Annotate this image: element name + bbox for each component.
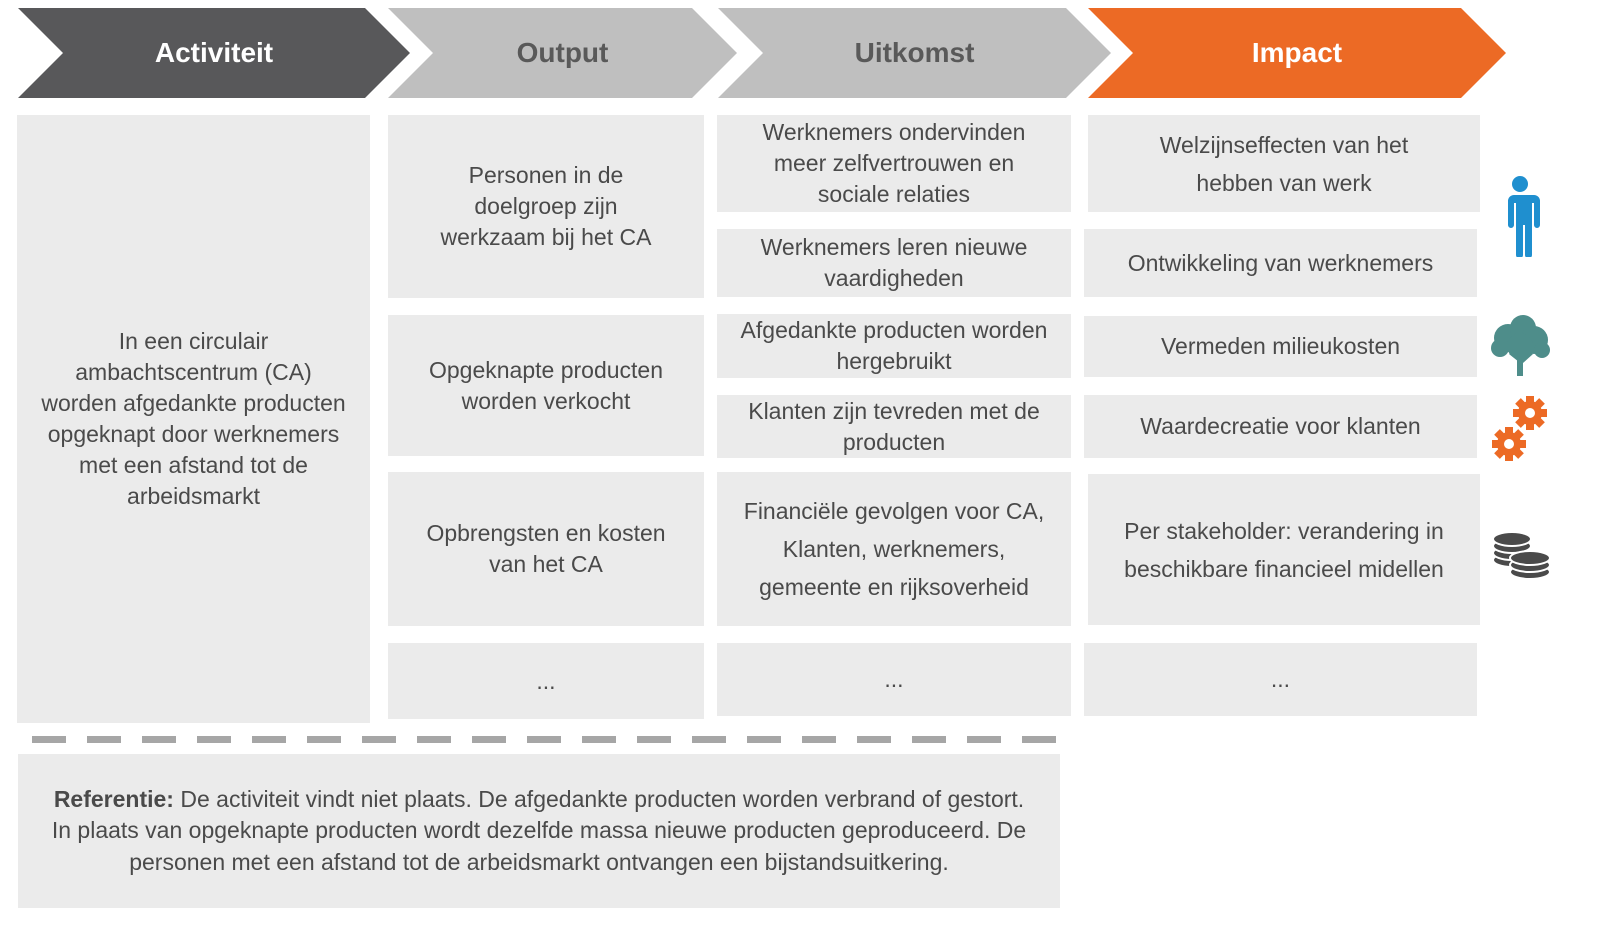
output-box-2: Opgeknapte producten worden verkocht bbox=[388, 315, 704, 456]
impact-text-2: Ontwikkeling van werknemers bbox=[1127, 249, 1434, 276]
impact-text-3: Vermeden milieukosten bbox=[1160, 333, 1401, 359]
uitkomst-text-6: ... bbox=[884, 666, 904, 692]
uitkomst-text-4: Klanten zijn tevreden met de producten bbox=[748, 397, 1040, 455]
impact-text-6: ... bbox=[1270, 666, 1291, 692]
impact-text-4: Waardecreatie voor klanten bbox=[1140, 413, 1421, 439]
output-text-2: Opgeknapte producten worden verkocht bbox=[428, 356, 663, 414]
referentie-label: Referentie: bbox=[53, 785, 174, 812]
uitkomst-box-6: ... bbox=[717, 643, 1071, 716]
dashed-divider bbox=[32, 736, 1057, 743]
output-box-1: Personen in de doelgroep zijn werkzaam b… bbox=[388, 115, 704, 298]
uitkomst-text-3: Afgedankte producten worden hergebruikt bbox=[740, 317, 1048, 374]
header-activiteit-label: Activiteit bbox=[154, 37, 274, 68]
header-impact: Impact bbox=[1088, 8, 1506, 98]
impact-box-6: ... bbox=[1084, 643, 1477, 716]
uitkomst-box-1: Werknemers ondervinden meer zelfvertrouw… bbox=[717, 115, 1071, 212]
gears-icon bbox=[1492, 396, 1547, 461]
output-text-1: Personen in de doelgroep zijn werkzaam b… bbox=[440, 162, 652, 250]
impact-box-1: Welzijnseffecten van het hebben van werk bbox=[1088, 115, 1480, 212]
person-icon bbox=[1506, 176, 1540, 257]
uitkomst-text-1: Werknemers ondervinden meer zelfvertrouw… bbox=[762, 119, 1026, 207]
uitkomst-box-3: Afgedankte producten worden hergebruikt bbox=[717, 314, 1071, 378]
impact-box-5: Per stakeholder: verandering in beschikb… bbox=[1088, 474, 1480, 625]
header-output-label: Output bbox=[516, 37, 609, 68]
uitkomst-box-2: Werknemers leren nieuwe vaardigheden bbox=[717, 229, 1071, 297]
tree-icon bbox=[1491, 315, 1550, 376]
impact-text-5: Per stakeholder: verandering in beschikb… bbox=[1124, 517, 1444, 582]
output-box-4: ... bbox=[388, 643, 704, 719]
header-uitkomst-label: Uitkomst bbox=[854, 37, 975, 68]
activiteit-text: In een circulair ambachtscentrum (CA) wo… bbox=[41, 328, 346, 509]
coins-icon bbox=[1492, 531, 1551, 580]
impact-box-4: Waardecreatie voor klanten bbox=[1084, 395, 1477, 458]
output-box-3: Opbrengsten en kosten van het CA bbox=[388, 472, 704, 626]
header-output: Output bbox=[388, 8, 737, 98]
impact-box-3: Vermeden milieukosten bbox=[1084, 316, 1477, 377]
uitkomst-box-4: Klanten zijn tevreden met de producten bbox=[717, 395, 1071, 458]
uitkomst-text-5: Financiële gevolgen voor CA, Klanten, we… bbox=[743, 498, 1045, 600]
uitkomst-text-2: Werknemers leren nieuwe vaardigheden bbox=[760, 234, 1028, 291]
impact-text-1: Welzijnseffecten van het hebben van werk bbox=[1159, 131, 1409, 196]
header-activiteit: Activiteit bbox=[18, 8, 410, 98]
activiteit-box: In een circulair ambachtscentrum (CA) wo… bbox=[17, 115, 370, 723]
header-impact-label: Impact bbox=[1251, 37, 1343, 68]
output-text-4: ... bbox=[536, 667, 556, 694]
referentie-content: Referentie: De activiteit vindt niet pla… bbox=[48, 784, 1030, 879]
referentie-text: De activiteit vindt niet plaats. De afge… bbox=[51, 785, 1027, 875]
referentie-box: Referentie: De activiteit vindt niet pla… bbox=[18, 754, 1060, 908]
output-text-3: Opbrengsten en kosten van het CA bbox=[426, 520, 666, 577]
uitkomst-box-5: Financiële gevolgen voor CA, Klanten, we… bbox=[717, 472, 1071, 626]
header-uitkomst: Uitkomst bbox=[718, 8, 1111, 98]
impact-box-2: Ontwikkeling van werknemers bbox=[1084, 229, 1477, 297]
